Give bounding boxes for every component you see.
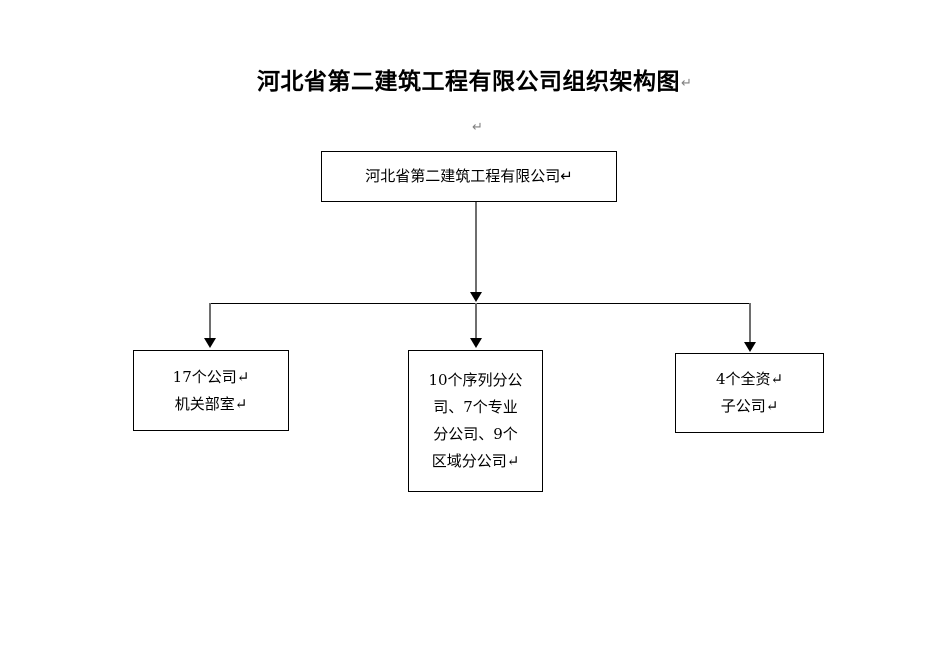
- node-root-company[interactable]: 河北省第二建筑工程有限公司↵: [321, 151, 617, 202]
- paragraph-mark-icon: ↵: [681, 76, 692, 91]
- connector-branch-left: [209, 303, 211, 339]
- arrow-down-icon-left: [204, 338, 216, 348]
- node-branches-line-4: 区域分公司↵: [431, 452, 520, 470]
- node-branch-companies[interactable]: 10个序列分公 司、7个专业 分公司、9个 区域分公司↵: [408, 350, 543, 492]
- node-departments-line-2: 机关部室↵: [174, 394, 248, 413]
- connector-branch-middle: [475, 303, 477, 339]
- node-branches-line-3: 分公司、9个: [433, 425, 518, 443]
- connector-root-stem: [475, 202, 477, 294]
- node-departments-line-1: 17个公司↵: [172, 367, 250, 386]
- page-title: 河北省第二建筑工程有限公司组织架构图↵: [0, 62, 949, 96]
- page-title-text: 河北省第二建筑工程有限公司组织架构图: [257, 69, 681, 95]
- arrow-down-icon-root: [470, 292, 482, 302]
- node-subsidiaries-line-1: 4个全资↵: [715, 370, 784, 388]
- stray-paragraph-mark-icon: ↵: [472, 120, 483, 135]
- node-root-line-1: 河北省第二建筑工程有限公司↵: [365, 167, 573, 185]
- arrow-down-icon-right: [744, 342, 756, 352]
- node-company-departments[interactable]: 17个公司↵ 机关部室↵: [133, 350, 289, 431]
- node-branches-line-1: 10个序列分公: [428, 371, 523, 389]
- node-subsidiaries-line-2: 子公司↵: [720, 397, 779, 415]
- connector-branch-right: [749, 303, 751, 343]
- connector-horizontal-bar: [210, 303, 751, 304]
- node-branches-line-2: 司、7个专业: [433, 398, 518, 416]
- node-wholly-owned-subsidiaries[interactable]: 4个全资↵ 子公司↵: [675, 353, 824, 433]
- arrow-down-icon-middle: [470, 338, 482, 348]
